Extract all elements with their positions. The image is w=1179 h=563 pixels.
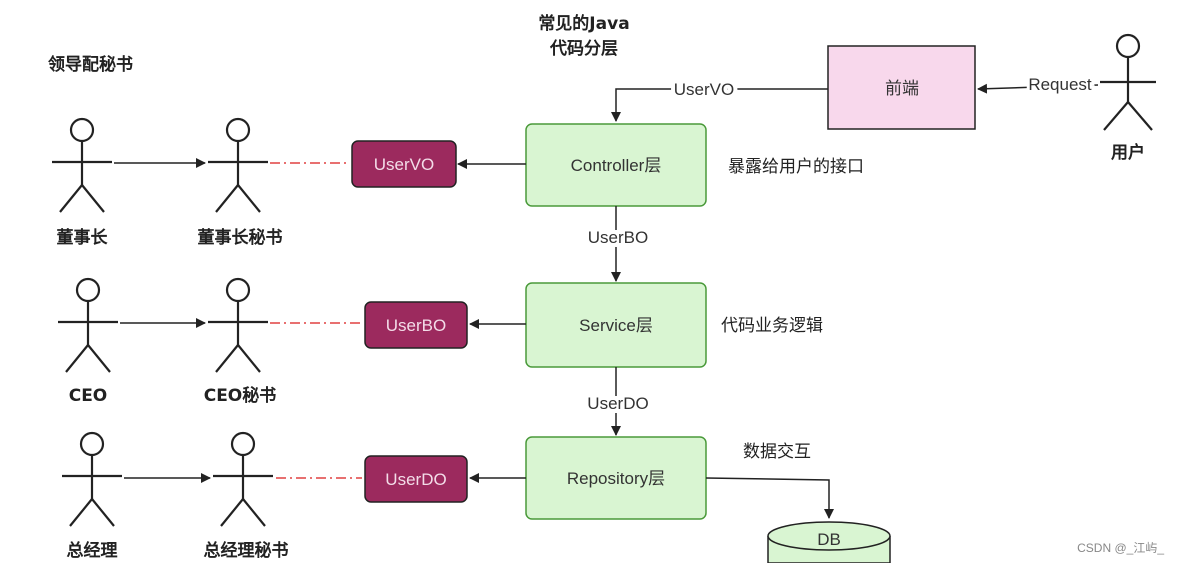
actor-chairman-secretary-label: 董事长秘书 xyxy=(198,227,283,248)
arrow-frontend-to-controller xyxy=(611,88,828,122)
db-cylinder-icon xyxy=(767,521,891,563)
actor-chairman-label: 董事长 xyxy=(57,227,109,248)
repository-layer-box: Repository层 xyxy=(525,436,707,520)
actor-ceo-icon xyxy=(58,277,118,373)
edge-label-userbo: UserBO xyxy=(588,228,648,247)
actor-manager-label: 总经理 xyxy=(67,540,118,561)
frontend-box: 前端 xyxy=(827,45,976,130)
actor-manager-secretary-label: 总经理秘书 xyxy=(204,540,289,561)
svg-text:UserDO: UserDO xyxy=(385,470,446,489)
object-userbo: UserBO xyxy=(364,301,468,349)
actor-user-icon xyxy=(1100,33,1156,131)
actor-ceo-label: CEO xyxy=(69,386,108,406)
edge-label-request: Request xyxy=(1028,75,1092,94)
svg-text:UserVO: UserVO xyxy=(374,155,434,174)
actor-ceo-secretary-label: CEO秘书 xyxy=(204,385,277,406)
arrow-repository-to-db xyxy=(705,477,834,519)
svg-text:Controller层: Controller层 xyxy=(571,156,662,175)
note-service: 代码业务逻辑 xyxy=(721,316,823,336)
svg-text:Repository层: Repository层 xyxy=(567,469,665,488)
left-title: 领导配秘书 xyxy=(48,54,133,75)
actor-user-label: 用户 xyxy=(1111,142,1145,163)
actor-chairman-icon xyxy=(52,117,112,213)
diagram-title-line1: 常见的Java xyxy=(538,13,629,34)
edge-label-userdo: UserDO xyxy=(587,394,648,413)
actor-ceo-secretary-icon xyxy=(208,277,268,373)
object-userdo: UserDO xyxy=(364,455,468,503)
db-label: DB xyxy=(817,530,841,549)
svg-text:Service层: Service层 xyxy=(579,316,653,335)
svg-text:前端: 前端 xyxy=(885,79,919,98)
object-uservo: UserVO xyxy=(351,140,457,188)
controller-layer-box: Controller层 xyxy=(525,123,707,207)
actor-chairman-secretary-icon xyxy=(208,117,268,213)
service-layer-box: Service层 xyxy=(525,282,707,368)
svg-text:UserBO: UserBO xyxy=(386,316,446,335)
arrow-request xyxy=(977,83,1099,94)
note-repository: 数据交互 xyxy=(743,442,811,462)
diagram-title-line2: 代码分层 xyxy=(549,38,618,59)
actor-manager-icon xyxy=(62,431,122,527)
watermark: CSDN @_江屿_ xyxy=(1077,541,1164,555)
edge-label-uservo: UserVO xyxy=(674,80,734,99)
actor-manager-secretary-icon xyxy=(213,431,273,527)
note-controller: 暴露给用户的接口 xyxy=(728,157,864,177)
